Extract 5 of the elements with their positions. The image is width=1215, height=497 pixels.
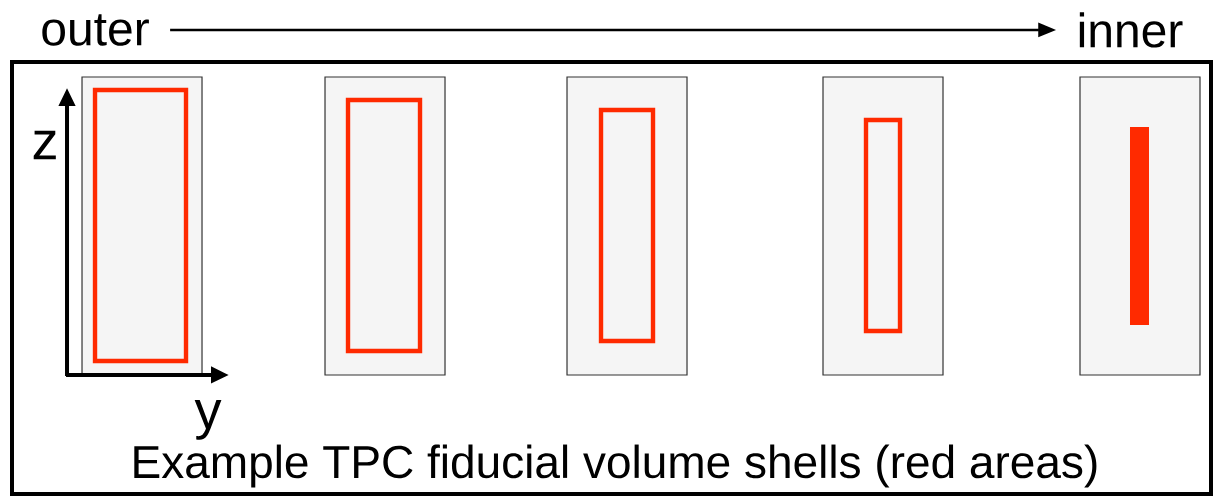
text-label: outer <box>42 14 149 46</box>
axis-label: y <box>194 400 222 440</box>
text-label: inner <box>1079 12 1183 48</box>
caption: Example TPC fiducial volume shells (red areas) <box>134 444 1097 488</box>
axis-label: z <box>33 130 56 160</box>
